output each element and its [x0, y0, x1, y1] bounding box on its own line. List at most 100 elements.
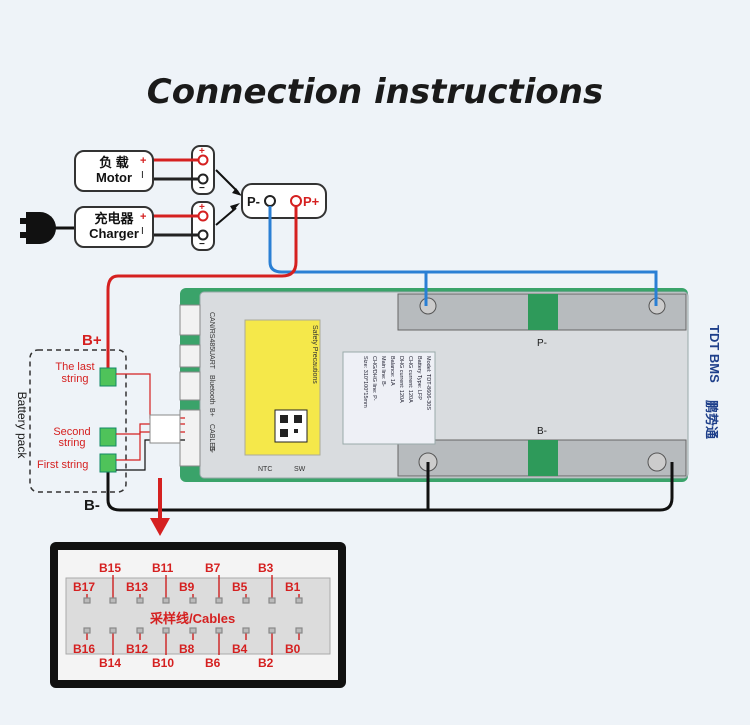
pin [295, 597, 303, 604]
board-port-bluetooth-label: Bluetooth [208, 375, 215, 405]
charger-terminal-minus: − [199, 239, 205, 250]
spec-line: Balance: 1A [389, 356, 395, 386]
top-pcb-gap [528, 294, 558, 330]
pin-label: B3 [258, 561, 274, 575]
arrow-to-p-terminals [215, 207, 237, 226]
pin [83, 627, 91, 634]
b-plus-label: B+ [82, 332, 102, 349]
board-port-can-label: CAN/RS485 [208, 312, 215, 351]
screw-icon [419, 297, 437, 315]
pin-label: B5 [232, 580, 248, 594]
pin-label: B12 [126, 642, 149, 656]
port-uart [179, 344, 201, 368]
bottom-pcb-gap [528, 440, 558, 476]
safety-title: Safety Precautions [311, 325, 318, 384]
pin-label: B13 [126, 580, 149, 594]
power-plug-icon [20, 212, 76, 244]
board-ntc-label: NTC [258, 466, 273, 473]
battery-pack-label: Battery pack [15, 391, 29, 459]
b-minus-label: B- [84, 497, 100, 514]
p-terminal-box [241, 183, 327, 219]
pin [162, 597, 170, 604]
pin [295, 627, 303, 634]
b-plus-wire [106, 206, 298, 380]
pin [189, 597, 197, 604]
p-minus-label: P- [247, 194, 260, 209]
pin [83, 597, 91, 604]
second-string-label: Second string [53, 426, 91, 449]
page-title: Connection instructions [146, 72, 604, 112]
spec-line: Main line: B- [380, 356, 386, 387]
pin-label: B15 [99, 561, 122, 575]
pin-label: B1 [285, 580, 301, 594]
pin [109, 597, 117, 604]
arrow-to-p-terminals [215, 169, 239, 193]
board-port-bminus-label: B- [208, 446, 215, 453]
port-can [179, 304, 201, 336]
spec-line: Model: TDT-8606-30S [425, 356, 431, 411]
charger-terminals [191, 201, 215, 251]
qr-code-icon [274, 409, 308, 443]
pin-label: B0 [285, 642, 301, 656]
pin-label: B8 [179, 642, 195, 656]
spec-line: Battery Type: LFP [416, 356, 422, 400]
battery-cell-second [99, 427, 117, 447]
board-b-minus-label: B- [537, 426, 547, 437]
pin [189, 627, 197, 634]
board-p-minus-label: P- [537, 338, 547, 349]
pin-label: B17 [73, 580, 96, 594]
pin [268, 627, 276, 634]
p-minus-wire [268, 206, 658, 306]
pin-label: B6 [205, 656, 221, 670]
pin [162, 627, 170, 634]
pin-label: B11 [152, 561, 174, 575]
pin [242, 597, 250, 604]
charger-terminal-plus: + [199, 202, 205, 213]
battery-cell-first [99, 453, 117, 473]
pin [136, 597, 144, 604]
pin-label: B10 [152, 656, 175, 670]
motor-label: 负 载 Motor [74, 150, 154, 192]
pin [215, 597, 223, 604]
spec-label [342, 351, 436, 445]
pin-label: B4 [232, 642, 248, 656]
battery-cell-last [99, 367, 117, 387]
charger-plus-sign: + [140, 211, 147, 223]
spec-line: DHG current: 120A [398, 356, 404, 403]
last-string-label: The last string [55, 361, 95, 385]
battery-pack-outline [29, 349, 127, 493]
charger-label: 充电器 Charger [74, 206, 154, 248]
motor-minus-sign: I [141, 170, 144, 181]
pin [136, 627, 144, 634]
bms-board [179, 288, 689, 482]
board-port-bplus-label: B+ [208, 408, 215, 417]
connector-caption: 采样线/Cables [150, 608, 236, 627]
board-brand-cn: 鹏势通 [704, 400, 719, 440]
pin [109, 627, 117, 634]
spec-line: CHG current: 120A [407, 356, 413, 403]
pin [215, 627, 223, 634]
motor-terminal-minus: − [199, 183, 205, 194]
pin-label: B14 [99, 656, 122, 670]
screw-icon [647, 452, 667, 472]
motor-terminal-plus: + [199, 146, 205, 157]
pin-label: B2 [258, 656, 274, 670]
pin-label: B16 [73, 642, 96, 656]
board-port-uart-label: UART [208, 350, 215, 369]
p-plus-label: P+ [303, 194, 320, 209]
first-string-label: First string [37, 459, 89, 471]
b-minus-wire [106, 462, 674, 512]
pin [268, 597, 276, 604]
spec-line: Size: 310*100*15mm [362, 356, 368, 408]
port-bluetooth [179, 371, 201, 401]
spec-line: CHG/DHG line: P- [371, 356, 377, 401]
pin-label: B7 [205, 561, 221, 575]
board-brand: TDT BMS [707, 325, 722, 383]
board-sw-label: SW [294, 466, 306, 473]
motor-plus-sign: + [140, 155, 147, 167]
motor-terminals [191, 145, 215, 195]
charger-minus-sign: I [141, 226, 144, 237]
